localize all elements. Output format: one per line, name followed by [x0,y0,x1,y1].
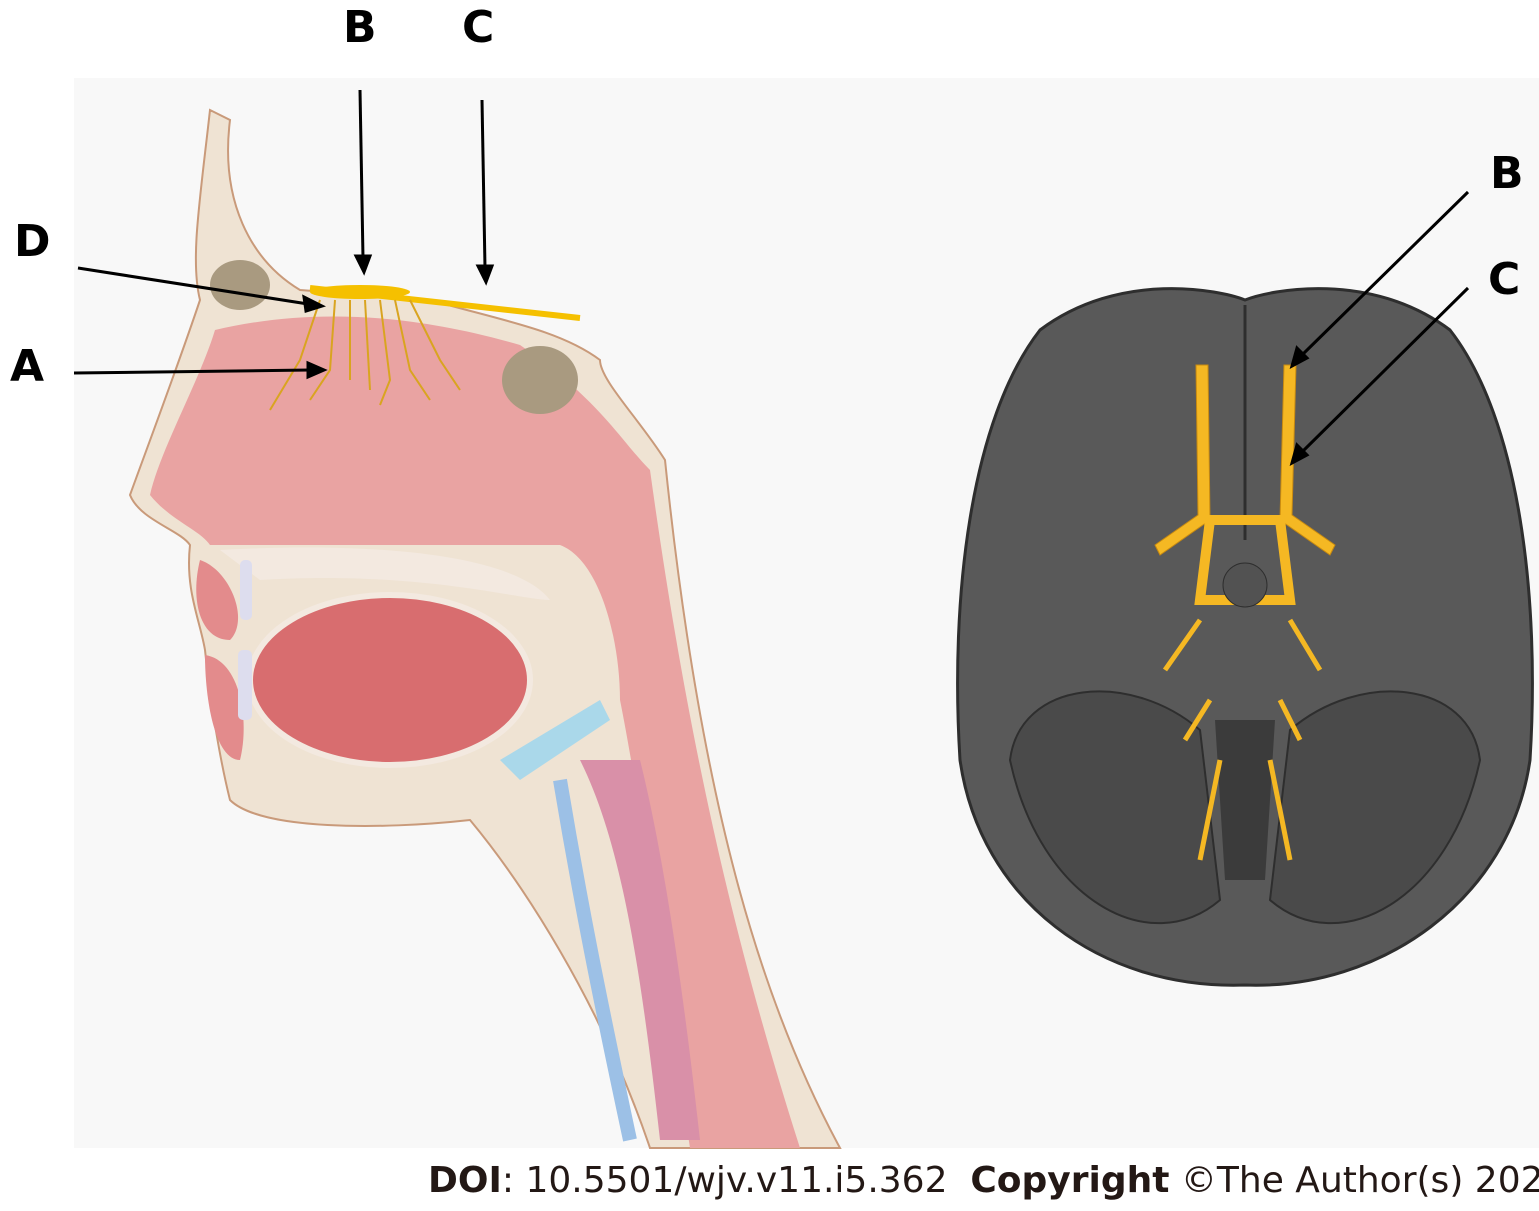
label-b-right: B [1490,148,1524,199]
doi-label: DOI [428,1160,502,1201]
label-c-right: C [1488,254,1521,305]
copyright-value: ©The Author(s) 2022. [1169,1160,1539,1201]
copyright-label: Copyright [970,1160,1170,1201]
doi-value: : 10.5501/wjv.v11.i5.362 [501,1160,948,1201]
label-b-left: B [343,2,377,53]
label-a-left: A [10,341,45,392]
citation-footer: DOI: 10.5501/wjv.v11.i5.362 Copyright ©T… [428,1160,1539,1201]
label-d-left: D [14,216,51,267]
brain-ventral-view [956,287,1534,987]
label-arrows [73,89,1470,466]
label-c-left: C [462,2,495,53]
